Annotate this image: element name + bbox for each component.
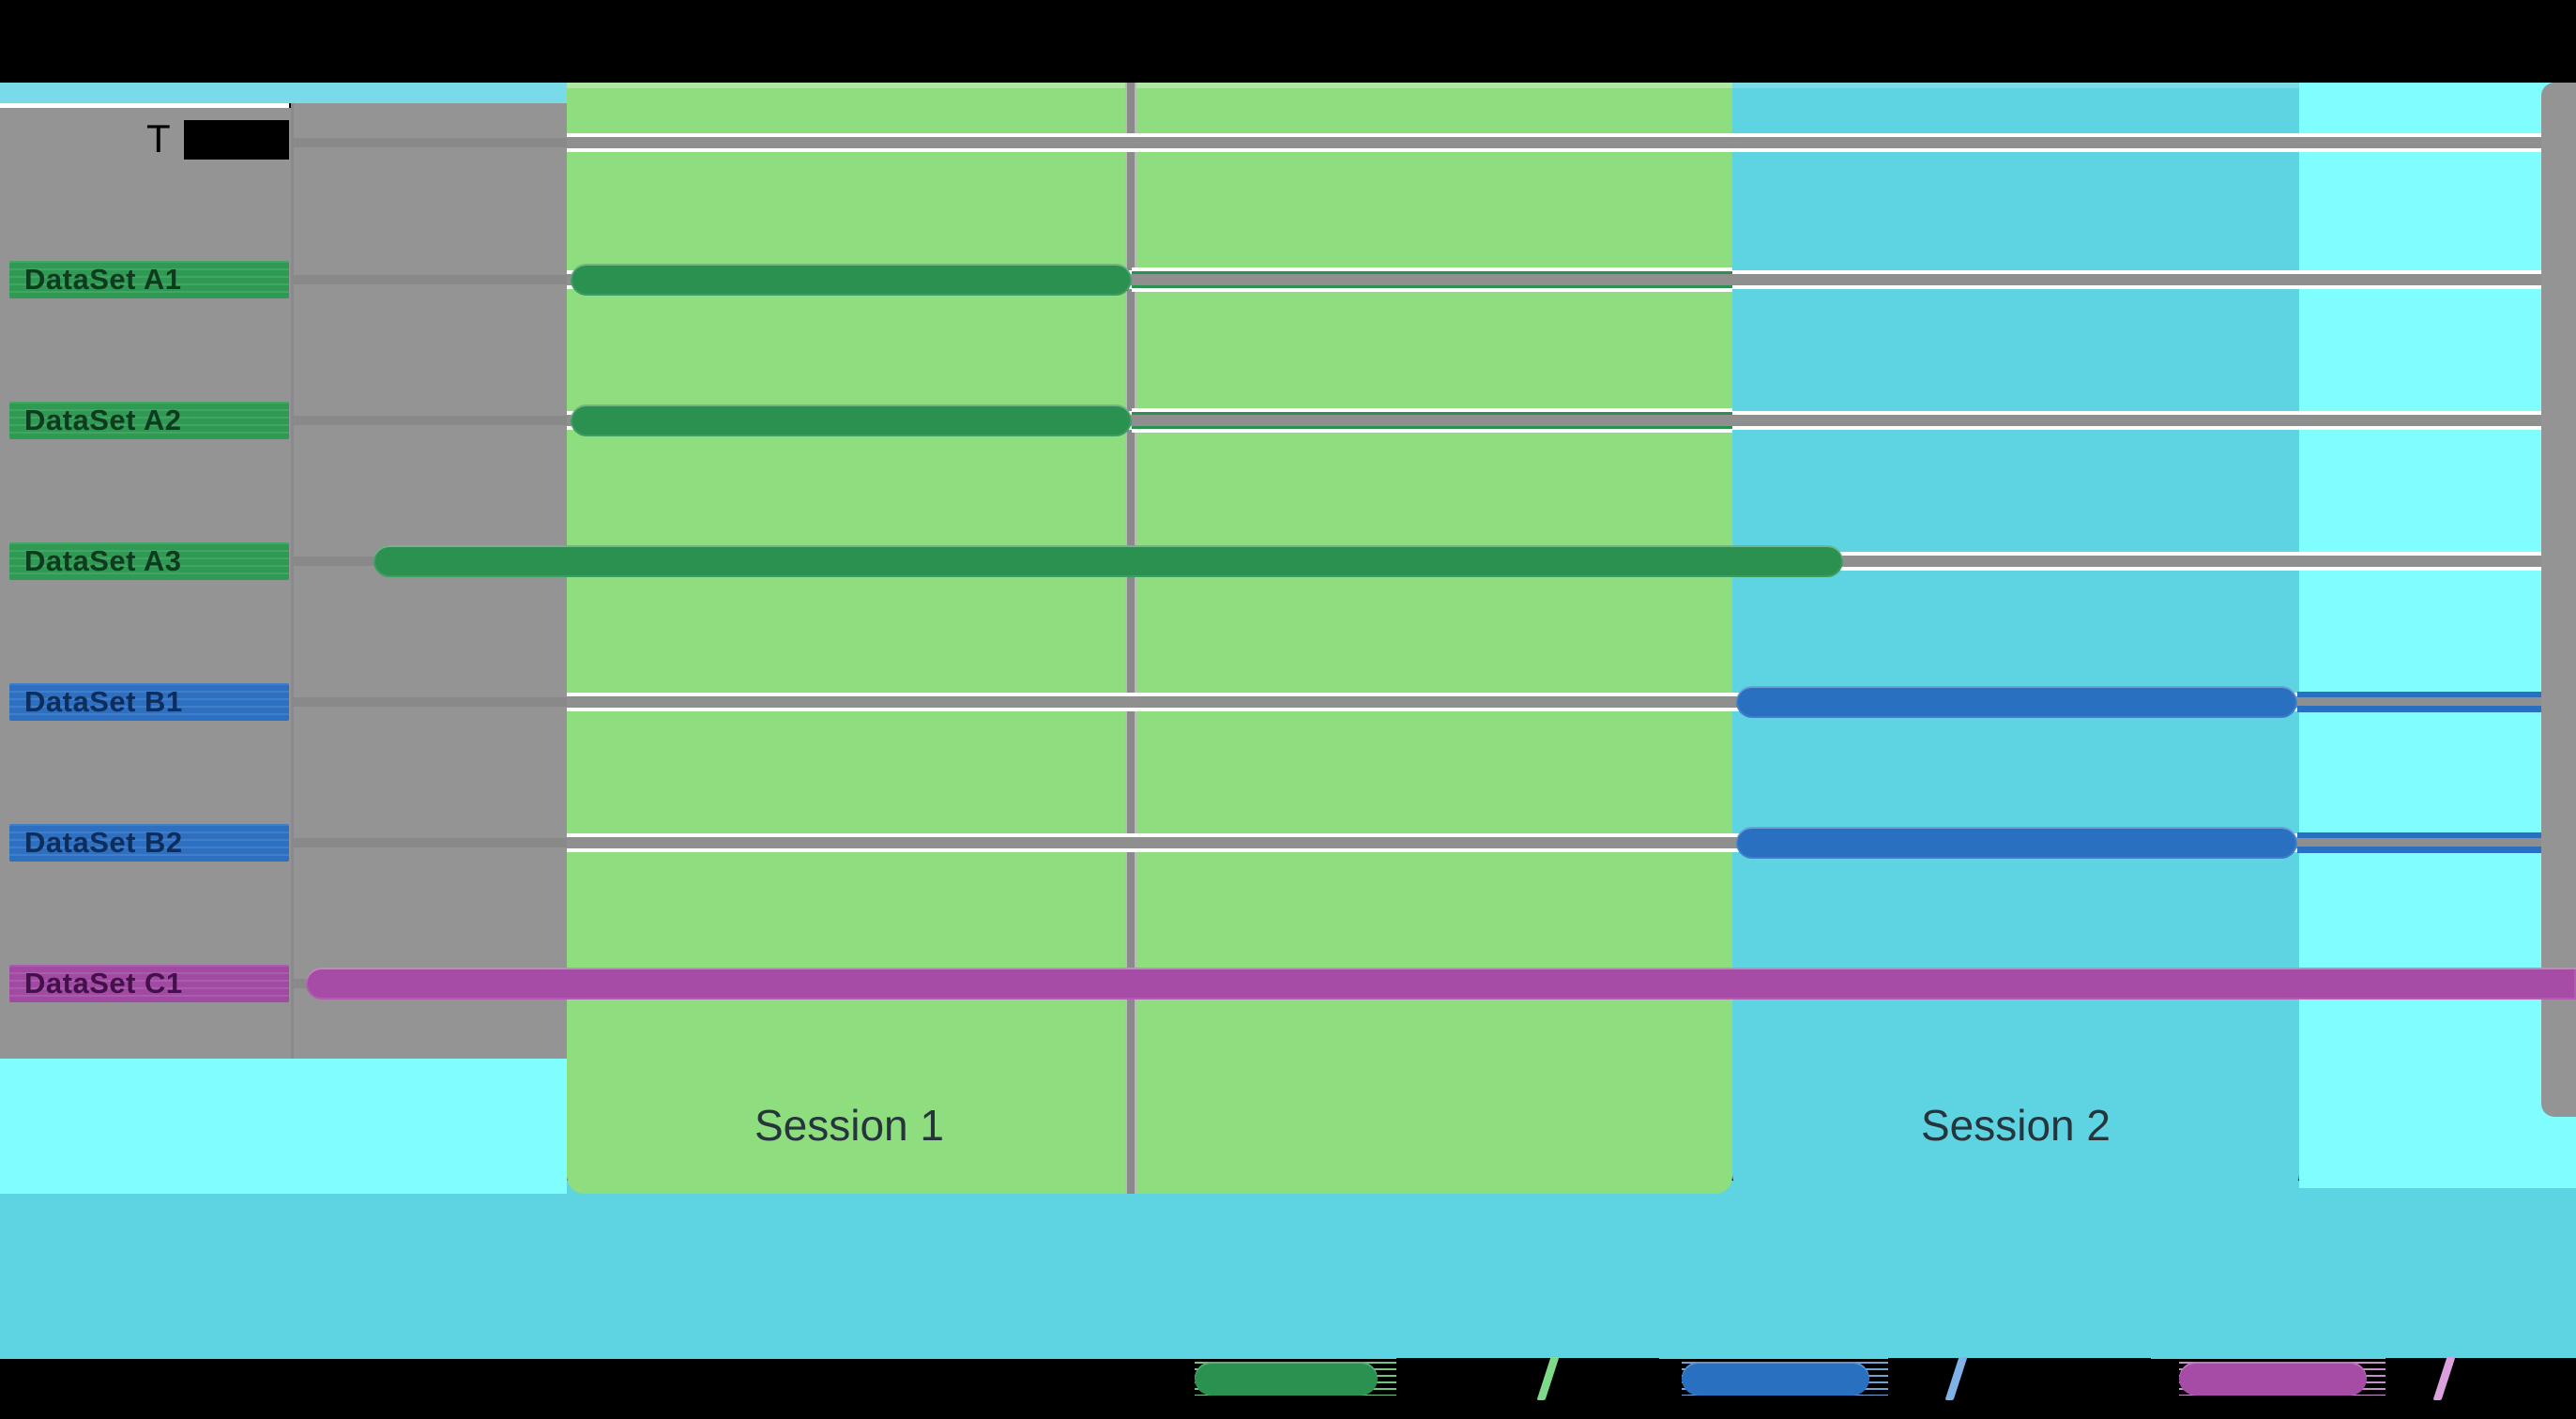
label-gutter-gray [0,108,291,1059]
row-label-dataset-a3: DataSet A3 [9,542,289,580]
row-gridline-0 [567,133,2541,152]
row-label-dataset-a1: DataSet A1 [9,261,289,298]
row-gridline-gutter-1 [291,275,567,284]
bar-dataset-b1[interactable] [1736,686,2297,718]
top-black-band [0,0,2576,83]
legend-swatch-b[interactable] [1682,1362,1869,1396]
left-top-cyan-cap [0,83,567,103]
session2-background [1732,83,2299,1192]
below-gray-cyan-block [0,1059,567,1194]
row-track-a [1132,267,1732,292]
figure-title: T [146,116,171,160]
row-track-b [2297,832,2541,853]
row-label-dataset-a2: DataSet A2 [9,402,289,439]
bar-dataset-a3[interactable] [373,545,1843,577]
row-label-dataset-b1: DataSet B1 [9,683,289,721]
vertical-gridline [1125,83,1136,1194]
bar-dataset-b2[interactable] [1736,827,2297,859]
row-track-a [1132,408,1732,433]
legend-swatch-c[interactable] [2179,1362,2367,1396]
left-white-divider [0,103,289,108]
row-gridline-gutter-4 [291,697,567,707]
bottom-cyan-band [0,1181,2576,1359]
row-gridline-gutter-0 [291,138,567,147]
right-gray-strip [2541,83,2576,1117]
row-track-b [2297,692,2541,712]
legend-swatch-a[interactable] [1195,1362,1378,1396]
legend-label-redacted-1 [1888,1358,2151,1399]
session1-label: Session 1 [754,1101,945,1150]
legend-label-redacted-0 [1396,1358,1659,1399]
row-label-dataset-c1: DataSet C1 [9,965,289,1002]
legend-label-redacted-2 [2385,1358,2576,1399]
session2-label: Session 2 [1920,1101,2111,1150]
row-gridline-gutter-2 [291,416,567,425]
bar-dataset-a2[interactable] [571,404,1132,436]
row-gridline-gutter-5 [291,838,567,847]
title-redaction-box [184,120,289,160]
bar-dataset-a1[interactable] [571,264,1132,296]
session1-background [567,83,1732,1194]
bar-dataset-c1[interactable] [306,968,2576,999]
after-session-bright-cyan [2299,83,2576,1188]
pre-session-gray-span [291,103,567,1059]
row-label-dataset-b2: DataSet B2 [9,824,289,862]
